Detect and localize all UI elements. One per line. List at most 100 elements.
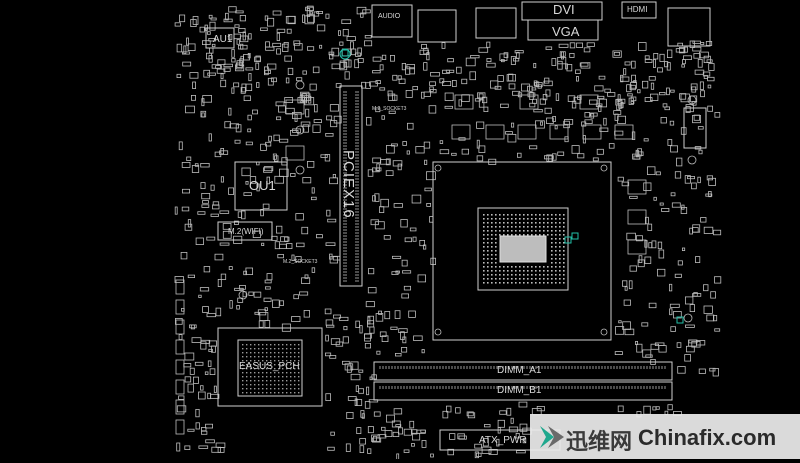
pcb-component <box>282 364 284 366</box>
pcb-component <box>206 236 216 241</box>
pcb-component <box>557 151 565 156</box>
pcb-component <box>523 218 525 220</box>
pcb-component <box>522 437 527 444</box>
pcb-component <box>194 361 204 366</box>
pcb-component <box>623 68 627 76</box>
pcb-component <box>220 79 227 88</box>
pcb-component <box>415 146 425 154</box>
pcb-component <box>174 22 181 27</box>
pcb-component <box>687 95 697 105</box>
pcb-component <box>412 236 417 242</box>
pcb-component <box>294 392 296 394</box>
pcb-component <box>273 155 279 162</box>
pcb-component <box>278 352 280 354</box>
pcb-component <box>691 101 697 106</box>
pcb-component <box>234 287 244 291</box>
pcb-component <box>262 344 264 346</box>
pcb-component <box>405 66 411 75</box>
pcb-component <box>657 67 663 73</box>
pcb-component <box>486 58 492 62</box>
pcb-component <box>571 100 577 109</box>
pcb-component <box>240 87 246 94</box>
pcb-component <box>372 435 377 442</box>
pcb-component <box>359 325 363 334</box>
pcb-component <box>481 96 488 104</box>
pcb-component <box>258 392 260 394</box>
pcb-component <box>286 344 288 346</box>
pcb-component <box>272 299 280 308</box>
pcb-component <box>342 28 349 37</box>
pcb-component <box>266 356 268 358</box>
pcb-component <box>367 426 374 434</box>
pcb-component <box>563 246 565 248</box>
pcb-component <box>200 110 207 118</box>
pcb-component <box>503 274 505 276</box>
pcb-component <box>551 282 553 284</box>
pcb-component <box>555 93 560 101</box>
pcb-component <box>555 242 557 244</box>
cpu-die <box>499 235 547 263</box>
pcb-component <box>669 303 680 308</box>
pcb-component <box>276 28 286 33</box>
pcb-component <box>263 166 274 172</box>
pcb-component <box>563 234 565 236</box>
pcb-component <box>533 63 537 69</box>
pcb-component <box>499 410 507 415</box>
pcb-component <box>487 254 489 256</box>
pcb-component <box>555 254 557 256</box>
pcb-component <box>487 278 489 280</box>
pcb-component <box>660 117 667 124</box>
pcb-component <box>261 242 265 246</box>
pcb-component <box>250 352 252 354</box>
pcb-component <box>636 235 643 242</box>
pcb-component <box>495 214 497 216</box>
pcb-component <box>388 110 396 114</box>
pcb-component <box>523 222 525 224</box>
pcb-component <box>266 380 268 382</box>
pcb-component <box>309 11 313 15</box>
pcb-component <box>284 236 290 242</box>
pcb-component <box>483 282 485 284</box>
lan-connector <box>475 7 517 39</box>
pcb-component <box>655 171 661 176</box>
pcb-component <box>424 159 428 165</box>
pcb-component <box>246 348 248 350</box>
pcb-component <box>231 87 235 94</box>
pcb-component <box>215 442 226 448</box>
pcb-component <box>286 368 288 370</box>
pcb-component <box>519 282 521 284</box>
pcb-component <box>503 230 505 232</box>
pcb-component <box>547 234 549 236</box>
pcb-component <box>483 234 485 236</box>
pcb-component <box>200 430 208 435</box>
pcb-component <box>597 95 605 100</box>
pcb-component <box>551 58 557 66</box>
pcb-component <box>697 176 701 184</box>
pcb-component <box>476 155 484 162</box>
pcb-component <box>331 63 340 70</box>
pcb-component <box>200 341 207 350</box>
pcb-component <box>713 229 722 236</box>
pcb-component <box>294 356 296 358</box>
pcb-component <box>677 42 683 47</box>
pcb-component <box>231 49 235 58</box>
pcb-component <box>680 93 690 103</box>
pcb-component <box>575 69 581 74</box>
pcb-component <box>659 53 665 62</box>
pcb-component <box>430 72 440 77</box>
pcb-component <box>314 104 318 113</box>
pcb-component <box>409 227 417 232</box>
au1-chip <box>205 27 235 49</box>
pcb-component <box>476 121 485 129</box>
pcb-component <box>339 41 344 46</box>
pcb-component <box>527 222 529 224</box>
pcb-component <box>507 282 509 284</box>
pcb-component <box>266 368 268 370</box>
pcb-component <box>175 379 185 395</box>
pcb-component <box>274 360 276 362</box>
pcb-component <box>246 364 248 366</box>
pcb-component <box>312 66 320 74</box>
pcb-component <box>178 141 183 151</box>
pcb-component <box>551 226 553 228</box>
pcb-component <box>278 348 280 350</box>
